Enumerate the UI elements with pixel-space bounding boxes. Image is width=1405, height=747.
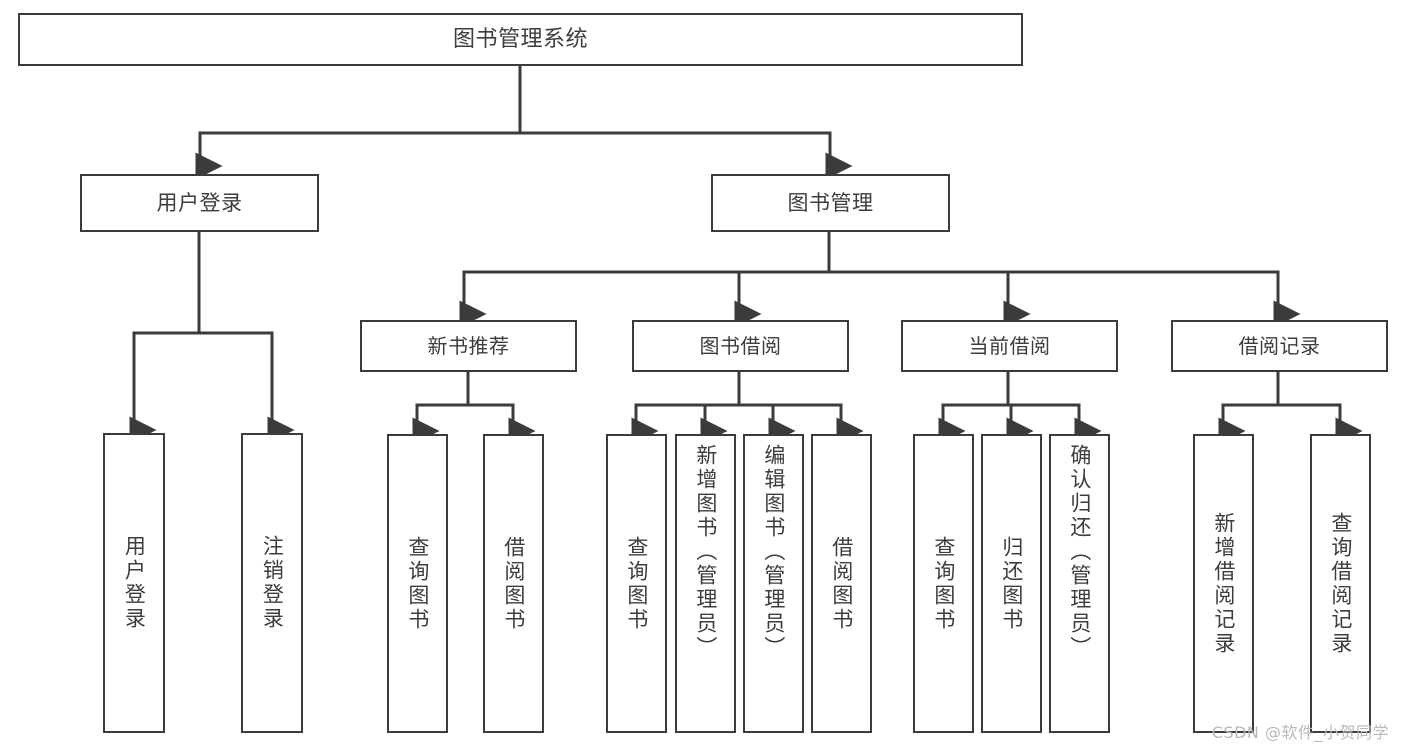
leaf-new-book-query-books[interactable]: 查询图书 [387,434,448,733]
leaf-current-confirm-return-admin[interactable]: 确认归还（管理员） [1049,434,1110,733]
node-label: 图书借阅 [699,333,782,358]
leaf-label: 查询图书 [405,535,430,632]
leaf-label: 新增借阅记录 [1211,511,1236,656]
leaf-current-return-books[interactable]: 归还图书 [981,434,1042,733]
node-borrow-record[interactable]: 借阅记录 [1171,320,1388,372]
leaf-label: 用户登录 [122,535,147,631]
leaf-borrow-borrow-books[interactable]: 借阅图书 [811,434,872,733]
node-root-book-management-system[interactable]: 图书管理系统 [18,13,1023,66]
node-label: 用户登录 [156,190,243,215]
leaf-label: 确认归还（管理员） [1067,444,1092,660]
node-book-borrow[interactable]: 图书借阅 [632,320,849,372]
leaf-borrow-edit-book-admin[interactable]: 编辑图书（管理员） [743,434,804,733]
node-book-management[interactable]: 图书管理 [711,174,950,232]
leaf-label: 查询图书 [624,535,649,632]
leaf-label: 注销登录 [260,535,285,631]
leaf-borrow-query-books[interactable]: 查询图书 [606,434,667,733]
node-label: 当前借阅 [968,333,1051,358]
leaf-label: 查询图书 [931,535,956,632]
node-current-borrow[interactable]: 当前借阅 [901,320,1118,372]
leaf-new-book-borrow-books[interactable]: 借阅图书 [483,434,544,733]
csdn-watermark: CSDN @软件_小贺同学 [1211,723,1389,742]
leaf-label: 查询借阅记录 [1328,511,1353,656]
leaf-label: 编辑图书（管理员） [761,444,786,660]
leaf-record-query-borrow-record[interactable]: 查询借阅记录 [1310,434,1371,733]
leaf-record-add-borrow-record[interactable]: 新增借阅记录 [1193,434,1254,733]
leaf-borrow-add-book-admin[interactable]: 新增图书（管理员） [675,434,736,733]
leaf-label: 借阅图书 [829,535,854,632]
leaf-current-query-books[interactable]: 查询图书 [913,434,974,733]
node-user-login[interactable]: 用户登录 [80,174,319,232]
node-label: 图书管理系统 [452,26,588,52]
node-label: 新书推荐 [427,333,510,358]
leaf-label: 借阅图书 [501,535,526,632]
node-label: 图书管理 [787,190,874,215]
node-new-book-recommend[interactable]: 新书推荐 [360,320,577,372]
leaf-user-login-login[interactable]: 用户登录 [103,433,165,733]
leaf-label: 归还图书 [999,535,1024,632]
leaf-label: 新增图书（管理员） [693,444,718,660]
node-label: 借阅记录 [1238,333,1321,358]
leaf-user-login-logout[interactable]: 注销登录 [241,433,303,733]
